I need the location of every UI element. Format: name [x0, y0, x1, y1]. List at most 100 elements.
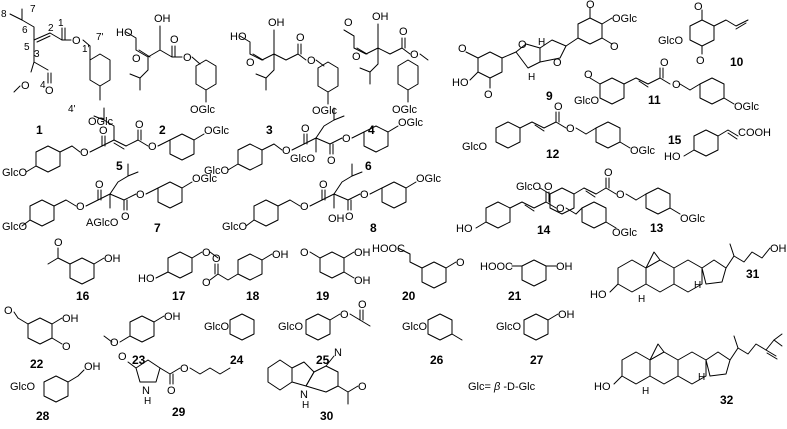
compound-number: 28 — [36, 409, 50, 423]
compound-number: 18 — [246, 289, 260, 303]
substituent-label: GlcO — [496, 321, 522, 333]
atom-o: O — [604, 167, 613, 179]
compound-number: 3 — [266, 123, 273, 137]
atom-o: O — [118, 351, 127, 363]
atom-o: O — [110, 337, 119, 349]
substituent-label: OGlc — [312, 105, 338, 117]
compound-number: 24 — [230, 353, 244, 367]
locant-5: 5 — [24, 42, 30, 53]
compound-31: OH HO H H 31 — [590, 243, 787, 305]
substituent-label: HOOC — [480, 261, 513, 273]
atom-o: O — [327, 155, 336, 167]
compound-29: O N H O O 29 — [118, 351, 231, 419]
compound-number: 1 — [36, 123, 43, 137]
stereo-h: H — [642, 386, 649, 397]
locant-4: 4 — [40, 80, 46, 91]
atom-o: O — [319, 179, 328, 191]
substituent-label: OGlc — [416, 173, 442, 185]
substituent-label: OGlc — [630, 145, 656, 157]
atom-o: O — [76, 201, 85, 213]
atom-o: O — [554, 101, 563, 113]
compound-21: HOOC OH 21 — [480, 259, 573, 303]
substituent-label: GlcO — [204, 165, 230, 177]
atom-o: O — [135, 119, 144, 131]
compound-14: O O HO OGlc 14 — [456, 181, 638, 239]
substituent-label: GlcO — [204, 321, 230, 333]
compound-7: O O O O AGlcO GlcO OGlc 7 — [2, 163, 218, 235]
atom-o: O — [202, 277, 211, 289]
hydroxyl-label: OH — [770, 243, 787, 255]
atom-o: O — [544, 181, 553, 193]
compound-number: 27 — [530, 353, 544, 367]
atom-o: O — [342, 133, 351, 145]
atom-o: O — [148, 141, 157, 153]
hydroxyl-label: OH — [556, 261, 573, 273]
compound-28: GlcO OH 28 — [10, 361, 101, 423]
stereo-h: H — [538, 37, 545, 48]
compound-2: HO OH O O O OGlc 2 — [116, 13, 217, 137]
atom-o: O — [167, 385, 176, 397]
compound-number: 5 — [116, 159, 123, 173]
compound-number: 11 — [648, 93, 661, 107]
methoxy-o: O — [696, 55, 705, 67]
locant-7p: 7' — [96, 32, 104, 43]
atom-o: O — [358, 381, 367, 393]
locant-1: 1 — [58, 18, 64, 29]
atom-o: O — [358, 299, 367, 311]
atom-n: N — [334, 347, 342, 359]
atom-n: N — [142, 385, 150, 397]
methoxy-o: O — [458, 43, 467, 55]
atom-o: O — [344, 17, 353, 29]
substituent-label: GlcO — [290, 153, 316, 165]
atom-o: O — [202, 247, 211, 259]
atom-o: O — [556, 203, 565, 215]
legend-prefix: Glc= — [468, 381, 494, 393]
legend-beta: β — [493, 381, 501, 393]
compound-3: HO OH O O O OGlc 3 — [230, 17, 339, 137]
atom-o: O — [566, 123, 575, 135]
compound-number: 22 — [30, 357, 44, 371]
compound-26: GlcO 26 — [402, 313, 463, 367]
substituent-label: OGlc — [680, 213, 706, 225]
compound-number: 7 — [154, 221, 161, 235]
locant-8: 8 — [1, 9, 7, 20]
substituent-label: HOOC — [372, 243, 405, 255]
hydroxyl-label: HO — [590, 289, 607, 301]
substituent-label: GlcO — [2, 167, 28, 179]
hydroxyl-label: HO — [664, 151, 681, 163]
substituent-label: GlcO — [574, 95, 600, 107]
atom-o: O — [307, 55, 316, 67]
compound-number: 26 — [430, 353, 444, 367]
hydroxyl-label: OH — [354, 275, 371, 287]
substituent-label: OGlc — [612, 227, 638, 239]
methoxy-o: O — [484, 89, 493, 101]
ring-oxygen: O — [518, 39, 527, 51]
hydroxyl-label: HO — [138, 273, 155, 285]
compound-number: 32 — [720, 393, 734, 407]
compound-16: O OH 16 — [47, 237, 121, 303]
hydroxyl-label: OH — [558, 309, 575, 321]
ring-oxygen: O — [553, 57, 562, 69]
substituent-label: GlcO — [462, 141, 488, 153]
substituent-label: OGlc — [190, 104, 216, 116]
atom-o: O — [62, 341, 71, 353]
compound-23: O OH 23 — [103, 311, 181, 367]
glc-legend: Glc= β -D-Glc — [468, 381, 536, 393]
compound-25: O O GlcO 25 — [278, 299, 371, 367]
compound-27: GlcO OH 27 — [496, 309, 575, 367]
hydroxyl-label: OH — [154, 13, 171, 25]
compound-24: GlcO 24 — [204, 313, 255, 367]
atom-o: O — [136, 189, 145, 201]
atom-o: O — [246, 57, 255, 69]
compound-32: HO H H 32 — [594, 333, 783, 407]
compound-number: 13 — [650, 221, 664, 235]
hydroxyl-label: HO — [116, 27, 133, 39]
compound-number: 9 — [546, 89, 553, 103]
hydroxyl-label: OH — [62, 313, 79, 325]
methoxy-o: O — [610, 41, 619, 53]
compound-number: 25 — [316, 353, 330, 367]
svg-text:Glc= β -D-Glc: Glc= β -D-Glc — [468, 381, 536, 393]
substituent-label: COOH — [738, 127, 771, 139]
atom-o: O — [132, 53, 141, 65]
substituent-label: GlcO — [2, 221, 28, 233]
